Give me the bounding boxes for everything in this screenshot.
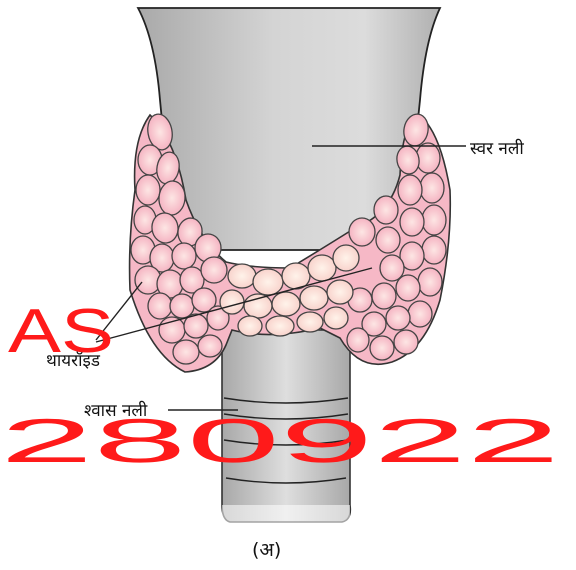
isthmus-lobule (228, 264, 256, 288)
isthmus-lobule (266, 316, 294, 336)
thyroid-lobule (394, 330, 418, 354)
watermark-text: AS (8, 297, 114, 366)
watermark-number: 280922 (0, 407, 560, 476)
isthmus-lobule (300, 286, 328, 310)
isthmus-lobule (324, 307, 348, 329)
isthmus-lobule (244, 294, 272, 318)
isthmus-lobule (253, 269, 283, 295)
thyroid-lobule (420, 173, 444, 203)
thyroid-lobule (400, 208, 424, 236)
larynx-label: स्वर नली (470, 138, 524, 159)
thyroid-lobule (396, 275, 420, 301)
isthmus-lobule (238, 316, 262, 336)
isthmus-lobule (220, 290, 244, 314)
thyroid-lobule (201, 257, 227, 283)
thyroid-lobule (170, 294, 194, 318)
thyroid-lobule (374, 196, 398, 224)
thyroid-lobule (370, 336, 394, 360)
thyroid-lobule (408, 301, 432, 327)
thyroid-lobule (148, 293, 172, 319)
thyroid-lobule (347, 328, 369, 352)
thyroid-lobule (372, 283, 396, 309)
thyroid-lobule (422, 205, 446, 235)
thyroid-lobule (173, 340, 199, 364)
thyroid-lobule (418, 268, 442, 296)
isthmus-lobule (272, 292, 300, 316)
isthmus-lobule (333, 245, 359, 271)
thyroid-lobule (136, 175, 160, 205)
thyroid-lobule (376, 227, 400, 253)
thyroid-lobule (398, 175, 422, 205)
isthmus-lobule (327, 280, 353, 304)
figure-caption: (अ) (252, 539, 281, 561)
isthmus-lobule (308, 255, 336, 281)
thyroid-lobule (386, 306, 410, 330)
thyroid-lobule (172, 243, 196, 269)
thyroid-lobule (422, 236, 446, 264)
thyroid-lobule (349, 218, 375, 246)
thyroid-lobule (198, 335, 222, 357)
thyroid-lobule (416, 143, 440, 173)
isthmus-lobule (297, 312, 323, 332)
